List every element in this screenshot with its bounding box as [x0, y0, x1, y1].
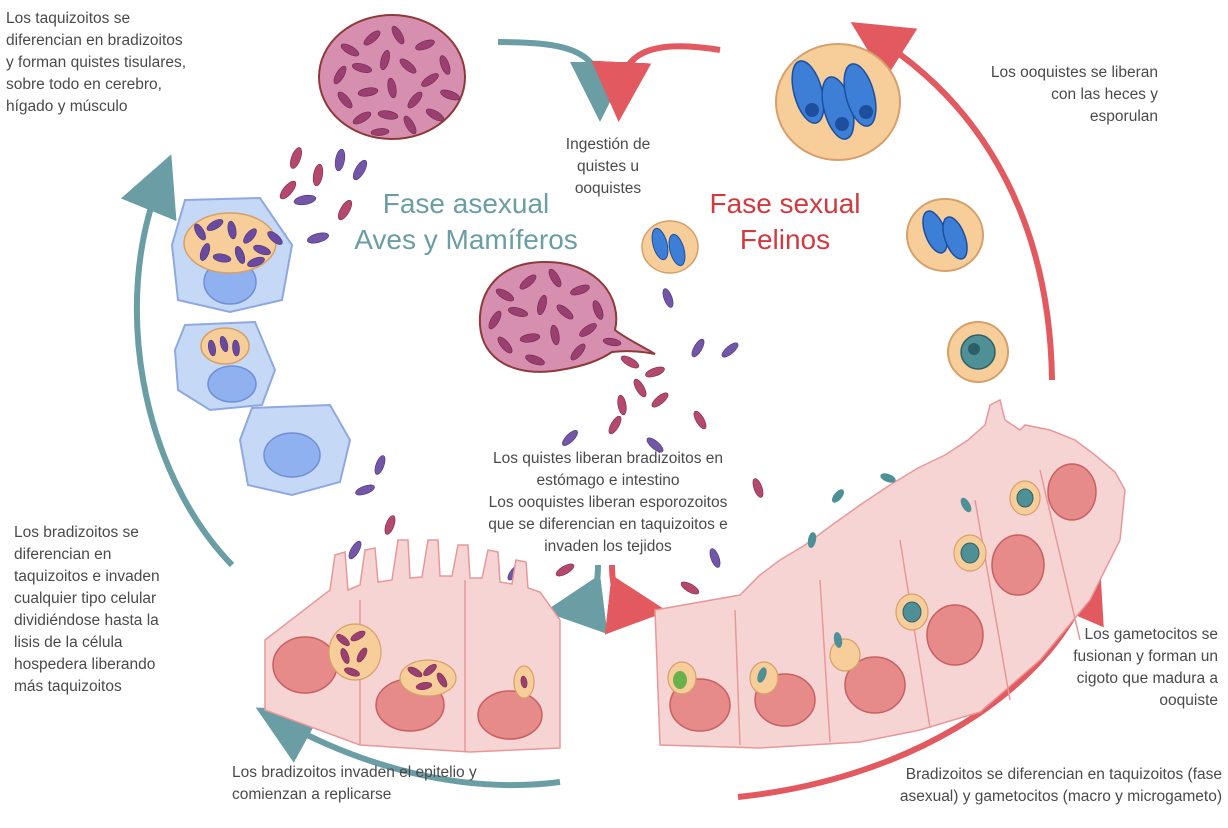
releasing-cyst [480, 262, 655, 372]
gametocytes-label: Los gametocitos se fusionan y forman un … [1040, 624, 1218, 712]
felid-differentiation-label: Bradizoitos se diferencian en taquizoito… [840, 764, 1222, 808]
split-arrow-teal [574, 565, 598, 608]
split-arrow-red [612, 565, 638, 608]
tissue-cysts-label: Los taquizoitos se diferencian en bradiz… [6, 8, 256, 118]
ingestion-arrow-red [620, 46, 720, 92]
host-cells [172, 198, 350, 495]
sexual-phase-hosts: Felinos [700, 222, 870, 258]
oocyst-release-label: Los ooquistes se liberan con las heces y… [932, 62, 1158, 128]
ingestion-arrow-teal [498, 42, 600, 92]
asexual-phase-hosts: Aves y Mamíferos [346, 222, 586, 258]
epithelium-left [265, 540, 560, 752]
sexual-phase-title: Fase sexual Felinos [700, 186, 870, 258]
bradyzoite-differentiation-label: Los bradizoitos se diferencian en taquiz… [14, 522, 204, 698]
epithelium-invasion-label: Los bradizoitos invaden el epitelio y co… [232, 762, 532, 806]
ingestion-label: Ingestión de quistes u ooquistes [548, 134, 668, 200]
sexual-phase-name: Fase sexual [700, 186, 870, 222]
cyst-release-label: Los quistes liberan bradizoitos en estóm… [458, 448, 758, 558]
tissue-cyst [319, 15, 465, 139]
